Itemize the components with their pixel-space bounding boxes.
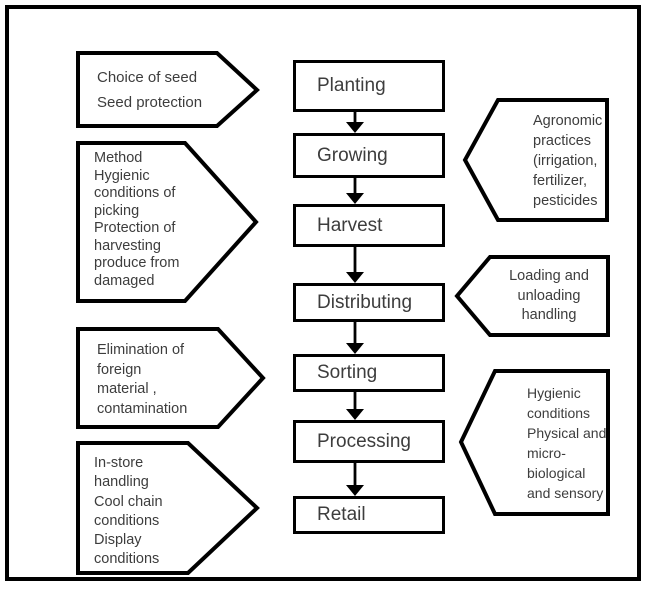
process-step-planting: Planting (293, 60, 445, 112)
callout-shape-harvest-method (76, 141, 259, 303)
down-arrow (346, 178, 364, 204)
callout-text-harvest-method: Method Hygienic conditions of picking Pr… (94, 150, 180, 289)
callout-text-seed: Choice of seed Seed protection (97, 69, 203, 111)
callout-text-loading: Loading and unloading handling (509, 268, 589, 323)
process-step-distributing: Distributing (293, 283, 445, 322)
down-arrow (346, 112, 364, 133)
process-step-processing: Processing (293, 420, 445, 463)
process-step-harvest: Harvest (293, 204, 445, 247)
outer-border (5, 5, 641, 581)
down-arrow (346, 322, 364, 354)
callout-shape-seed (76, 51, 260, 128)
down-arrow (346, 392, 364, 420)
callout-text-agronomic: Agronomic practices (irrigation, fertili… (533, 113, 603, 209)
down-arrow (346, 463, 364, 496)
callout-text-elimination: Elimination of foreign material , contam… (97, 342, 188, 417)
callout-shape-hygienic (458, 369, 610, 516)
callout-shape-elimination (76, 327, 266, 429)
callout-shape-instore (76, 441, 260, 575)
process-step-growing: Growing (293, 133, 445, 178)
process-step-retail: Retail (293, 496, 445, 534)
down-arrow (346, 247, 364, 283)
callout-text-instore: In-store handling Cool chain conditions … (94, 455, 163, 568)
callout-text-hygienic: Hygienic conditions Physical and micro- … (527, 385, 607, 501)
callout-shape-agronomic (462, 98, 609, 222)
callout-shape-loading (454, 255, 610, 337)
process-step-sorting: Sorting (293, 354, 445, 392)
